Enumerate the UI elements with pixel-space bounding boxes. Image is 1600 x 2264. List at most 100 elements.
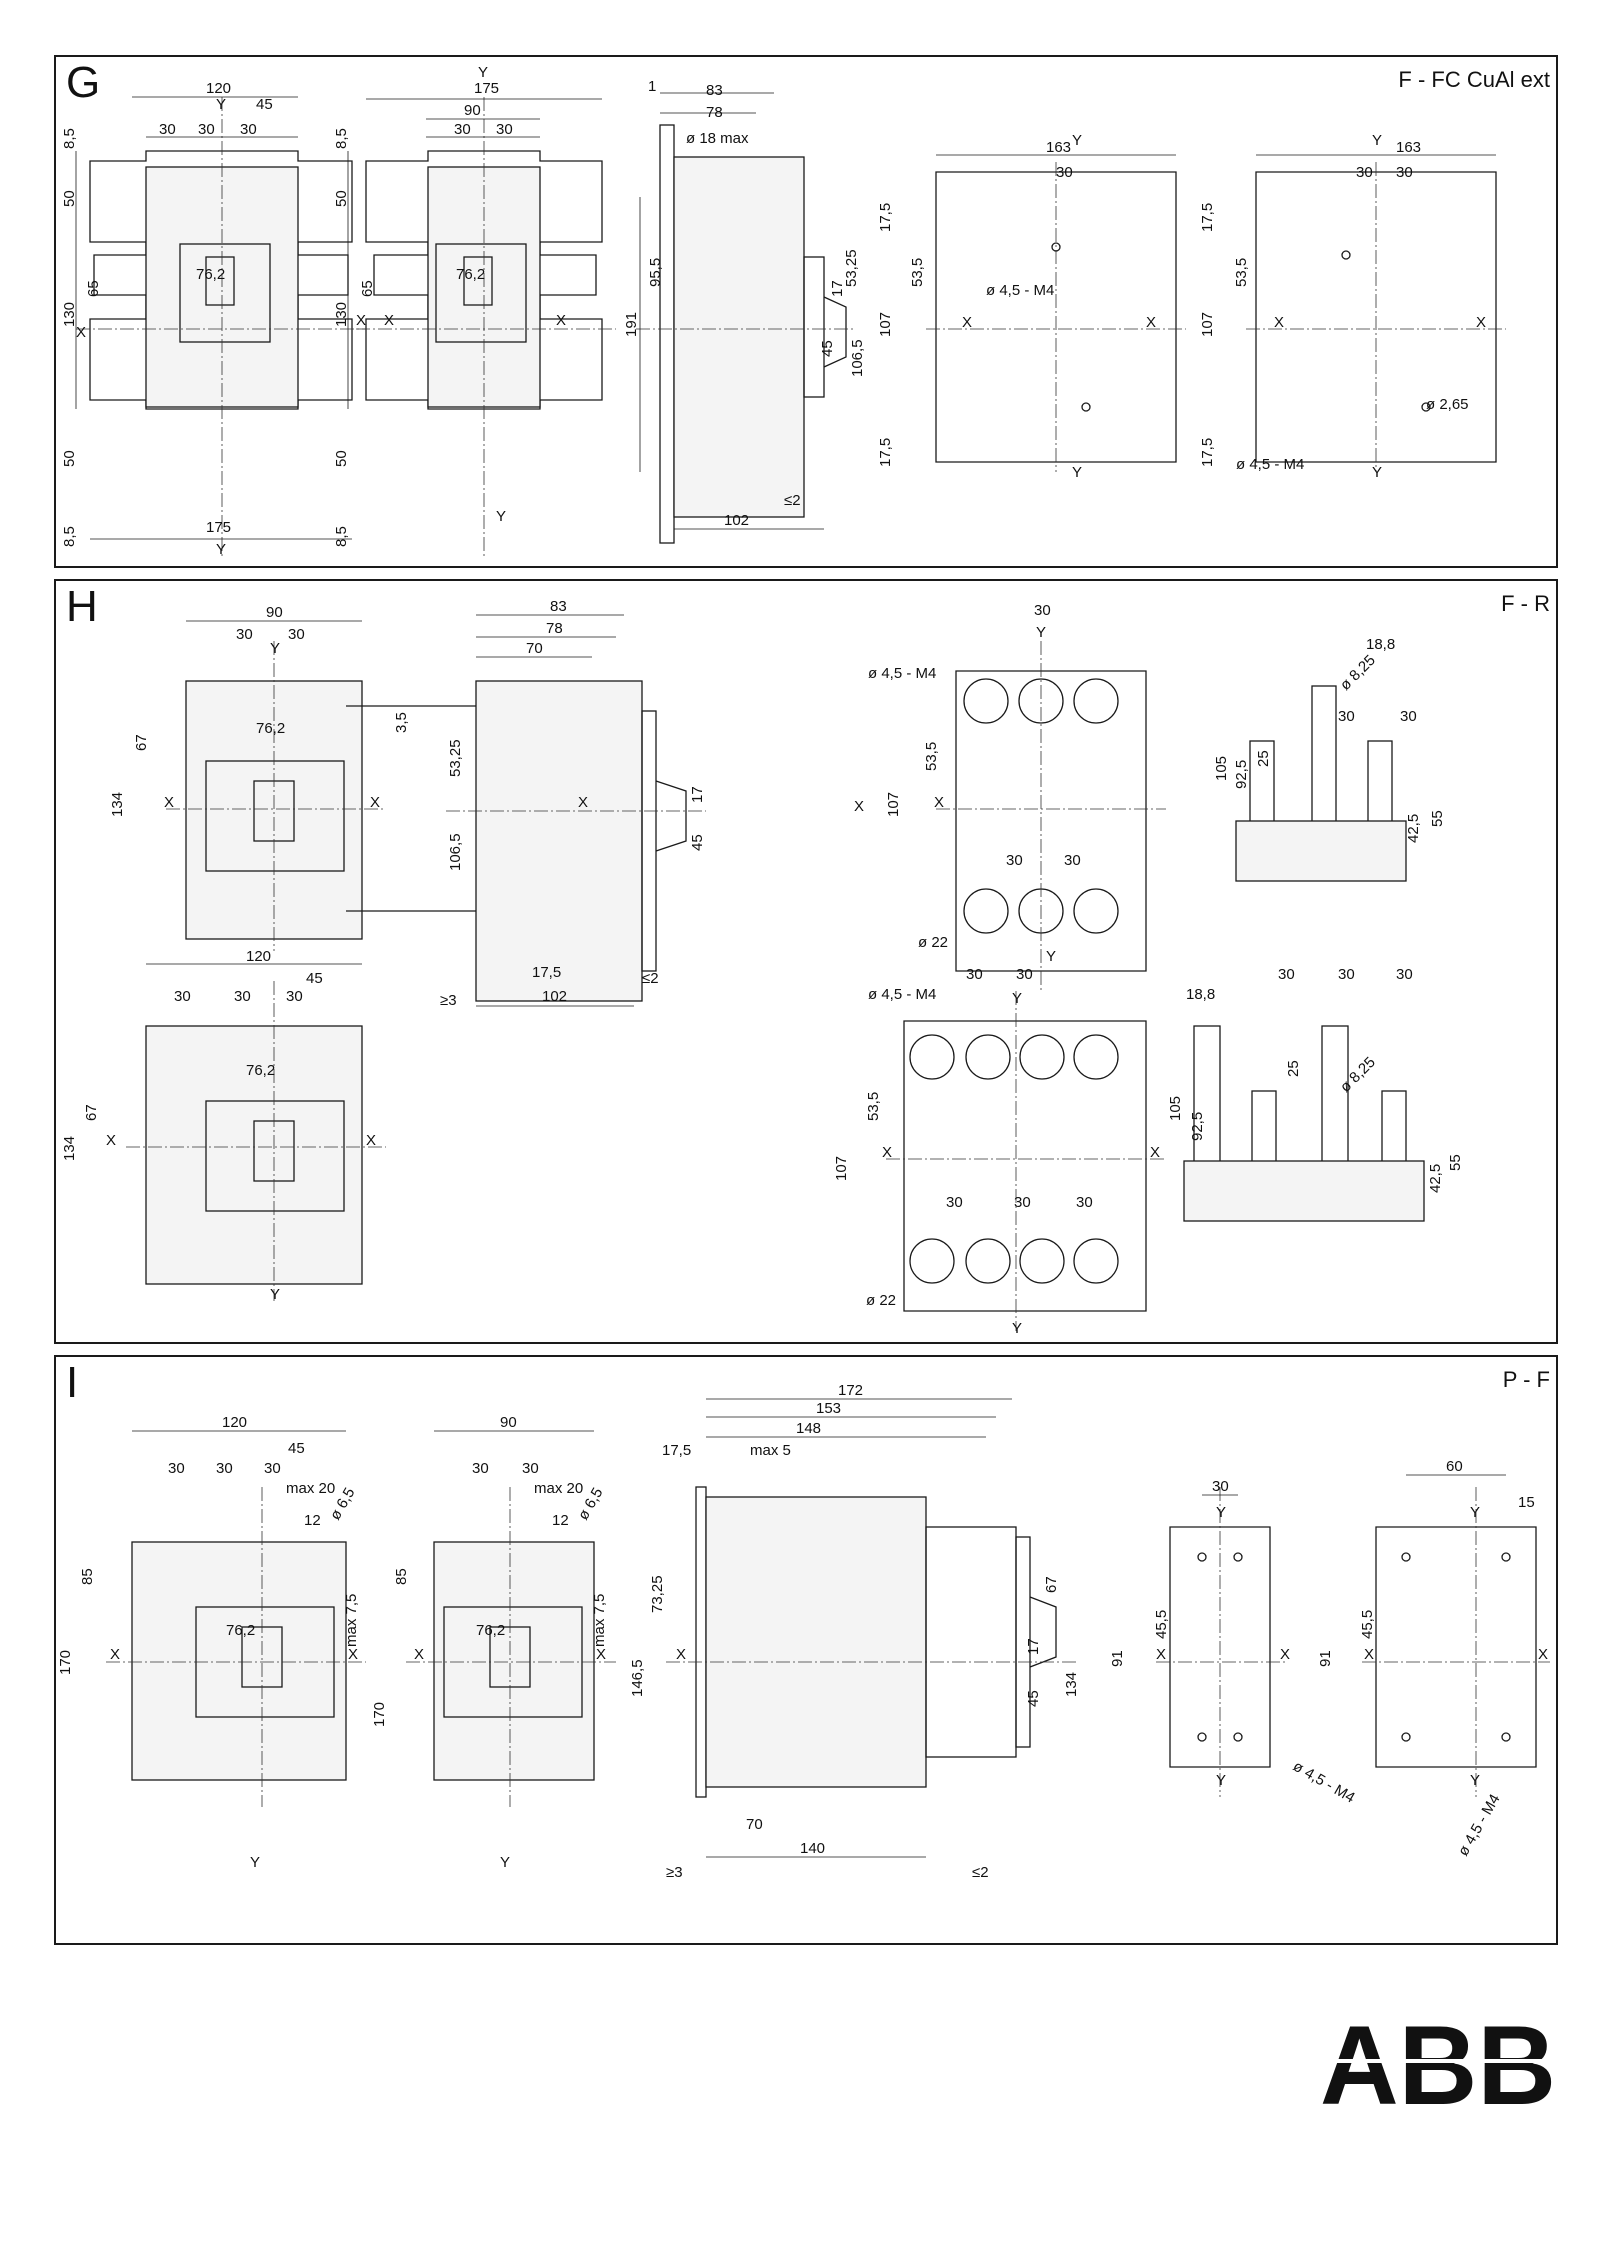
ha-x-left: X [164,794,174,811]
g-template-1: 163 30 17,5 53,5 107 17,5 ø 4,5 - M4 X X… [877,132,1186,481]
g1-x-left: X [76,324,86,341]
g1-dim-45: 45 [256,96,273,113]
it2-y-top: Y [1470,1504,1480,1521]
gs-dim-78: 78 [706,104,723,121]
hs-dim-45: 45 [689,834,706,851]
gt1-dim-535: 53,5 [909,258,926,287]
g2-dim-65: 65 [359,280,376,297]
it1-dim-30: 30 [1212,1478,1229,1495]
hr2-dim-188: 18,8 [1186,986,1215,1003]
it2-y-bottom: Y [1470,1772,1480,1789]
ia-dim-max20: max 20 [286,1480,335,1497]
it1-x-left: X [1156,1646,1166,1663]
it1-dim-m4: ø 4,5 - M4 [1290,1758,1358,1807]
hd1-dim-107: 107 [885,792,902,817]
panel-h-letter: H [66,582,98,631]
g2-y-bottom: Y [496,508,506,525]
it2-dim-15: 15 [1518,1494,1535,1511]
gt2-dim-175b: 17,5 [1199,438,1216,467]
h-side-view: 83 78 70 3,5 53,25 106,5 17 45 17,5 102 … [346,598,864,1009]
panel-h-drawings: 90 30 30 76,2 67 134 X X Y 120 45 30 30 … [61,598,1464,1337]
hb-dim-67: 67 [83,1104,100,1121]
hd2-dim-30e: 30 [1076,1194,1093,1211]
g2-dim-30a: 30 [454,121,471,138]
panel-g-letter: G [66,58,101,107]
hd1-dim-30: 30 [1034,602,1051,619]
gt1-dim-107: 107 [877,312,894,337]
ha-y-top: Y [270,640,280,657]
g2-dim-762: 76,2 [456,266,485,283]
ia-dim-30c: 30 [264,1460,281,1477]
hr1-dim-188: 18,8 [1366,636,1395,653]
ia-dim-120: 120 [222,1414,247,1431]
g1-y-top: Y [216,96,226,113]
g2-x-right: X [556,312,566,329]
hb-dim-30a: 30 [174,988,191,1005]
g2-dim-175: 175 [474,80,499,97]
hd2-y-bottom: Y [1012,1320,1022,1337]
gt2-x-right: X [1476,314,1486,331]
hb-dim-30b: 30 [234,988,251,1005]
gt2-dim-30a: 30 [1356,164,1373,181]
is-dim-134: 134 [1063,1672,1080,1697]
hr2-dim-425: 42,5 [1427,1164,1444,1193]
hd2-dim-30c: 30 [946,1194,963,1211]
h-rear-terminals-4p: 18,8 30 30 30 25 ø 8,25 105 92,5 42,5 55 [1167,966,1464,1222]
ib-dim-90: 90 [500,1414,517,1431]
ia-dim-45: 45 [288,1440,305,1457]
g1-dim-130: 130 [61,302,78,327]
ib-dim-85: 85 [393,1568,410,1585]
ib-x-right: X [596,1646,606,1663]
ia-x-left: X [110,1646,120,1663]
hd1-y-top: Y [1036,624,1046,641]
gs-dim-191: 191 [623,312,640,337]
hr1-dim-425: 42,5 [1405,814,1422,843]
hd1-y-bottom: Y [1046,948,1056,965]
g2-dim-90: 90 [464,102,481,119]
is-dim-ge3: ≥3 [666,1864,683,1881]
ib-y-bottom: Y [500,1854,510,1871]
hr2-dim-55: 55 [1447,1154,1464,1171]
ib-dim-max75: max 7,5 [591,1594,608,1647]
g1-dim-30c: 30 [240,121,257,138]
ia-dim-12: 12 [304,1512,321,1529]
g2-dim-30b: 30 [496,121,513,138]
hr1-dim-825: ø 8,25 [1337,652,1379,694]
gt1-x-left: X [962,314,972,331]
hd2-dim-22: ø 22 [866,1292,896,1309]
is-dim-17: 17 [1025,1638,1042,1655]
is-dim-175: 17,5 [662,1442,691,1459]
hr2-dim-925: 92,5 [1189,1112,1206,1141]
it1-dim-455: 45,5 [1153,1610,1170,1639]
g1-dim-85b: 8,5 [61,526,78,547]
g2-dim-50a: 50 [333,190,350,207]
gt2-dim-163: 163 [1396,139,1421,156]
panel-i: I P - F 120 45 30 30 30 max 20 12 ø 6,5 … [54,1355,1558,1945]
g1-dim-85a: 8,5 [61,128,78,149]
hr2-dim-25: 25 [1285,1060,1302,1077]
hr1-dim-30b: 30 [1400,708,1417,725]
gt1-dim-30: 30 [1056,164,1073,181]
gs-dim-1065: 106,5 [849,339,866,377]
ha-x-right: X [370,794,380,811]
gt2-x-left: X [1274,314,1284,331]
hs-dim-35: 3,5 [393,712,410,733]
ha-dim-67: 67 [133,734,150,751]
ha-dim-90: 90 [266,604,283,621]
abb-logo-stripe [1317,2059,1559,2063]
hd1-dim-30b: 30 [1006,852,1023,869]
it1-dim-91: 91 [1109,1650,1126,1667]
is-dim-153: 153 [816,1400,841,1417]
hb-dim-134: 134 [61,1136,78,1161]
is-dim-max5: max 5 [750,1442,791,1459]
is-x-left: X [676,1646,686,1663]
hd1-dim-30c: 30 [1064,852,1081,869]
gt2-dim-107: 107 [1199,312,1216,337]
it1-x-right: X [1280,1646,1290,1663]
gs-dim-83: 83 [706,82,723,99]
gs-dim-17: 17 [829,280,846,297]
gt1-dim-175a: 17,5 [877,203,894,232]
g2-x-left: X [384,312,394,329]
hr1-dim-30a: 30 [1338,708,1355,725]
hd1-x-left: X [934,794,944,811]
